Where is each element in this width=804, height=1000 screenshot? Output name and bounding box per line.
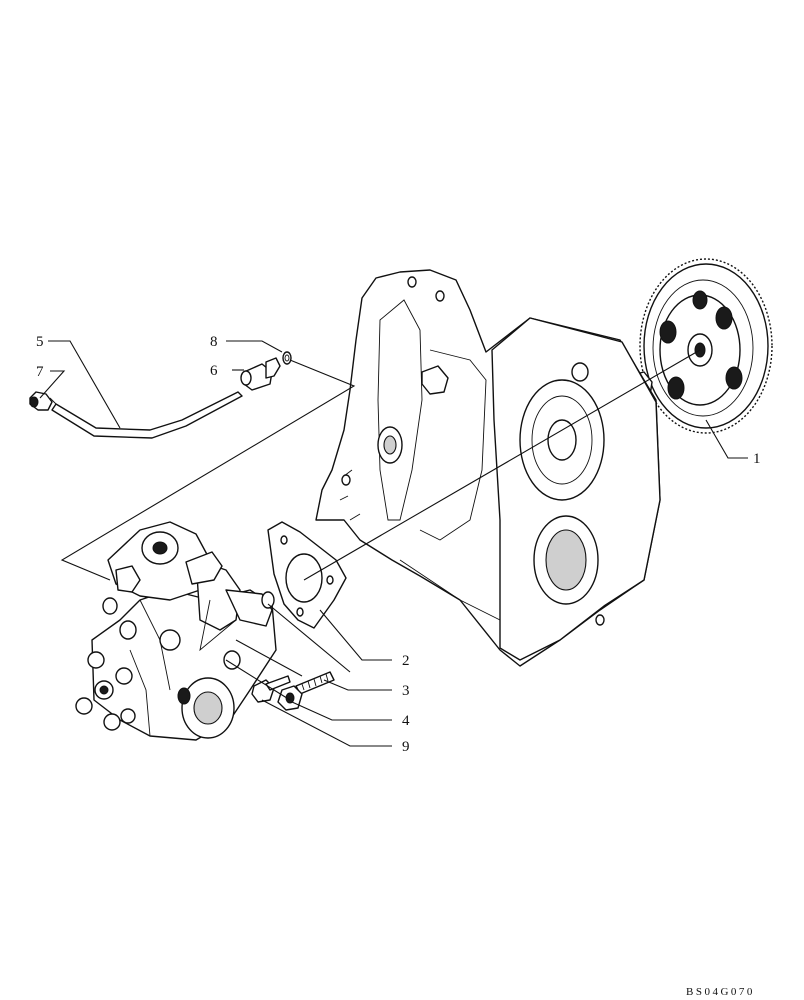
callout-2: 2 — [402, 653, 410, 669]
pump-gasket — [267, 521, 347, 629]
washer-8 — [282, 351, 292, 365]
fuel-line — [49, 391, 243, 439]
callout-4: 4 — [402, 713, 410, 729]
nut-4 — [277, 685, 303, 711]
callout-5: 5 — [36, 334, 44, 350]
leader-lines — [39, 340, 748, 747]
callout-8: 8 — [210, 334, 218, 350]
timing-housing — [315, 269, 661, 667]
callout-3: 3 — [402, 683, 410, 699]
timing-gear — [627, 258, 773, 434]
callouts: 1 2 3 4 9 5 6 7 8 — [36, 334, 761, 755]
alignment-lines — [60, 349, 701, 701]
fitting-6 — [240, 357, 281, 391]
drawing-code: BS04G070 — [686, 986, 755, 998]
bolt-9 — [251, 675, 291, 703]
fitting-7 — [29, 391, 53, 411]
callout-6: 6 — [210, 363, 218, 379]
callout-9: 9 — [402, 739, 410, 755]
injection-pump — [75, 521, 277, 741]
callout-7: 7 — [36, 364, 44, 380]
callout-1: 1 — [753, 451, 761, 467]
